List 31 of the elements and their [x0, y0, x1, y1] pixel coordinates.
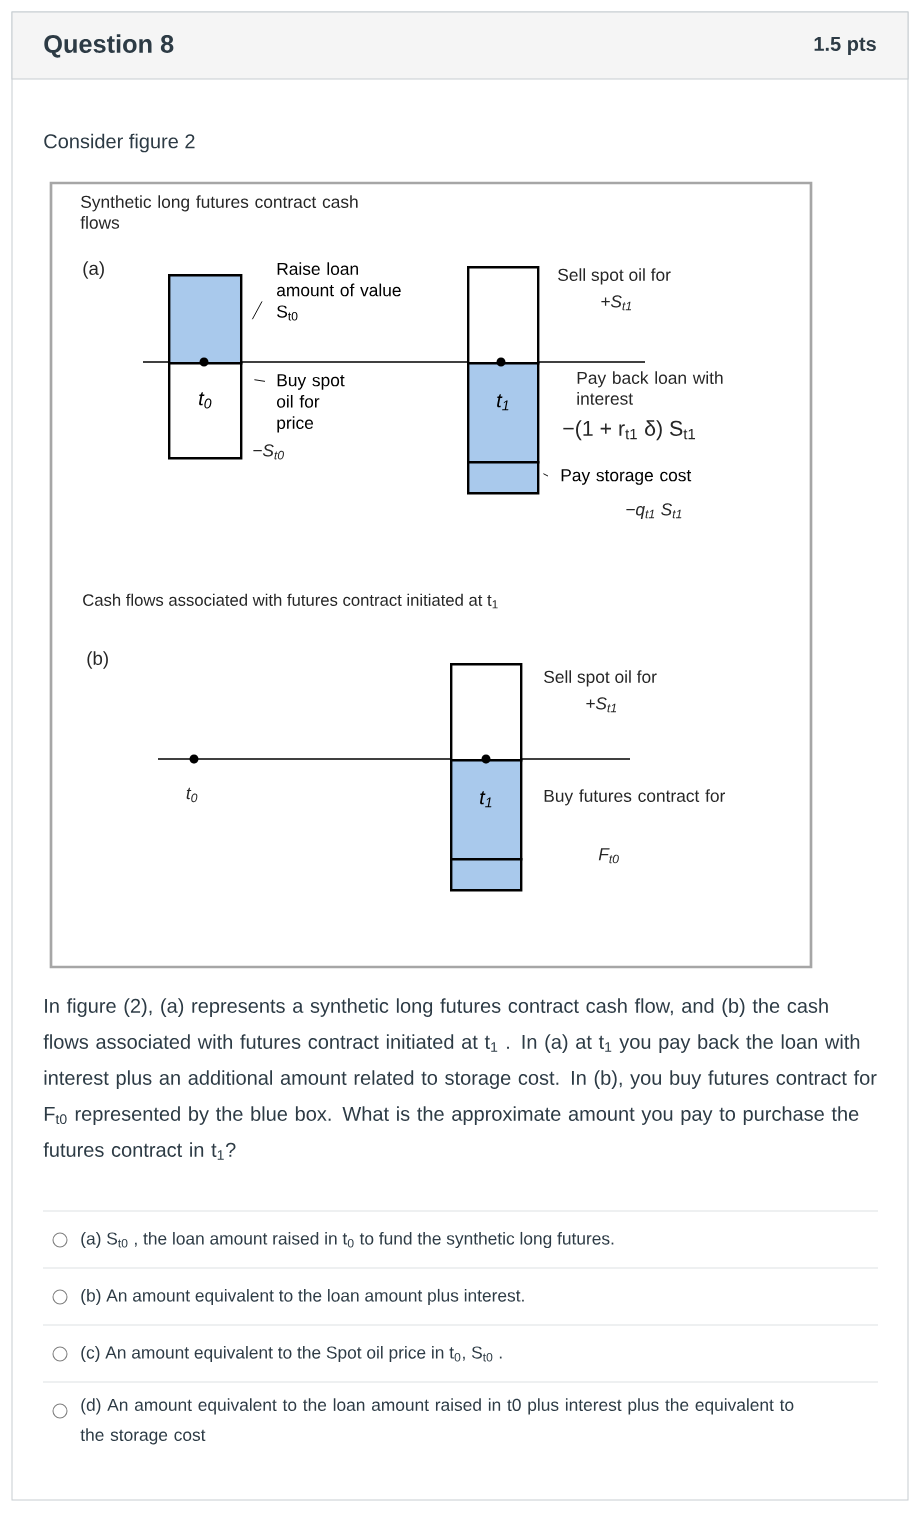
- time-box: t$_{0}$: [168, 362, 243, 460]
- panel-label: (b): [87, 651, 108, 669]
- formula-text: −q$_{t1}$ S$_{t1}$: [626, 503, 682, 519]
- annotation-text: Raise loan amount of value S$_{t0}$: [277, 262, 401, 321]
- cash-flow-box: [450, 663, 523, 762]
- question-text: In figure (2), (a) represents a synthetic long futures contract cash flow, and (b) the cash flows associated with futures contract initiated at t$_{1}$ . In (a) at t$_{1}$ you pay back the loan with interest plus an additional amount related to storage cost. In (b), you buy futures contract for F$_{t0}$ represented by the blue box. What is the approximate amount you pay to purchase the futures contract in t$_{1}$?: [43, 998, 877, 1160]
- question-title: Question 8: [44, 34, 174, 58]
- cash-flow-box: [467, 266, 540, 365]
- formula-text: +S$_{t1}$: [601, 295, 632, 311]
- panel-label: (a): [83, 261, 104, 279]
- option-text: (a) S$_{t0}$ , the loan amount raised in t$_{0}$ to fund the synthetic long futures.: [81, 1231, 614, 1249]
- annotation-text: Buy spot oil for price: [277, 374, 345, 433]
- leader-line: [251, 300, 263, 320]
- formula-text: +S$_{t1}$: [586, 697, 617, 713]
- leader-line: [542, 473, 549, 477]
- cash-flow-text: Pay back loan with interest: [577, 371, 723, 405]
- figure-caption: Cash flows associated with futures contract initiated at t$_{1}$: [83, 593, 498, 609]
- cash-flow-box: [467, 461, 540, 495]
- leader-line: [253, 379, 266, 382]
- option-text: (b) An amount equivalent to the loan amount plus interest.: [81, 1288, 524, 1306]
- annotation-text: Pay storage cost: [561, 469, 692, 485]
- intro-text: Consider figure 2: [44, 133, 195, 153]
- time-label: t$_{0}$: [186, 787, 198, 803]
- formula-text: F$_{t0}$: [598, 848, 619, 864]
- option-text: (c) An amount equivalent to the Spot oil price in t$_{0}$, S$_{t0}$ .: [81, 1345, 502, 1363]
- cash-flow-text: Buy futures contract for: [544, 789, 725, 806]
- cash-flow-box: [168, 274, 243, 365]
- points-value: 1.5 pts: [814, 37, 876, 55]
- option-text: (d) An amount equivalent to the loan amount raised in t0 plus interest plus the equivalent to the storage cost: [80, 1398, 794, 1445]
- cash-flow-box: [450, 858, 523, 892]
- formula-text: −(1 + r$_{t1}$ δ) S$_{t1}$: [563, 420, 695, 441]
